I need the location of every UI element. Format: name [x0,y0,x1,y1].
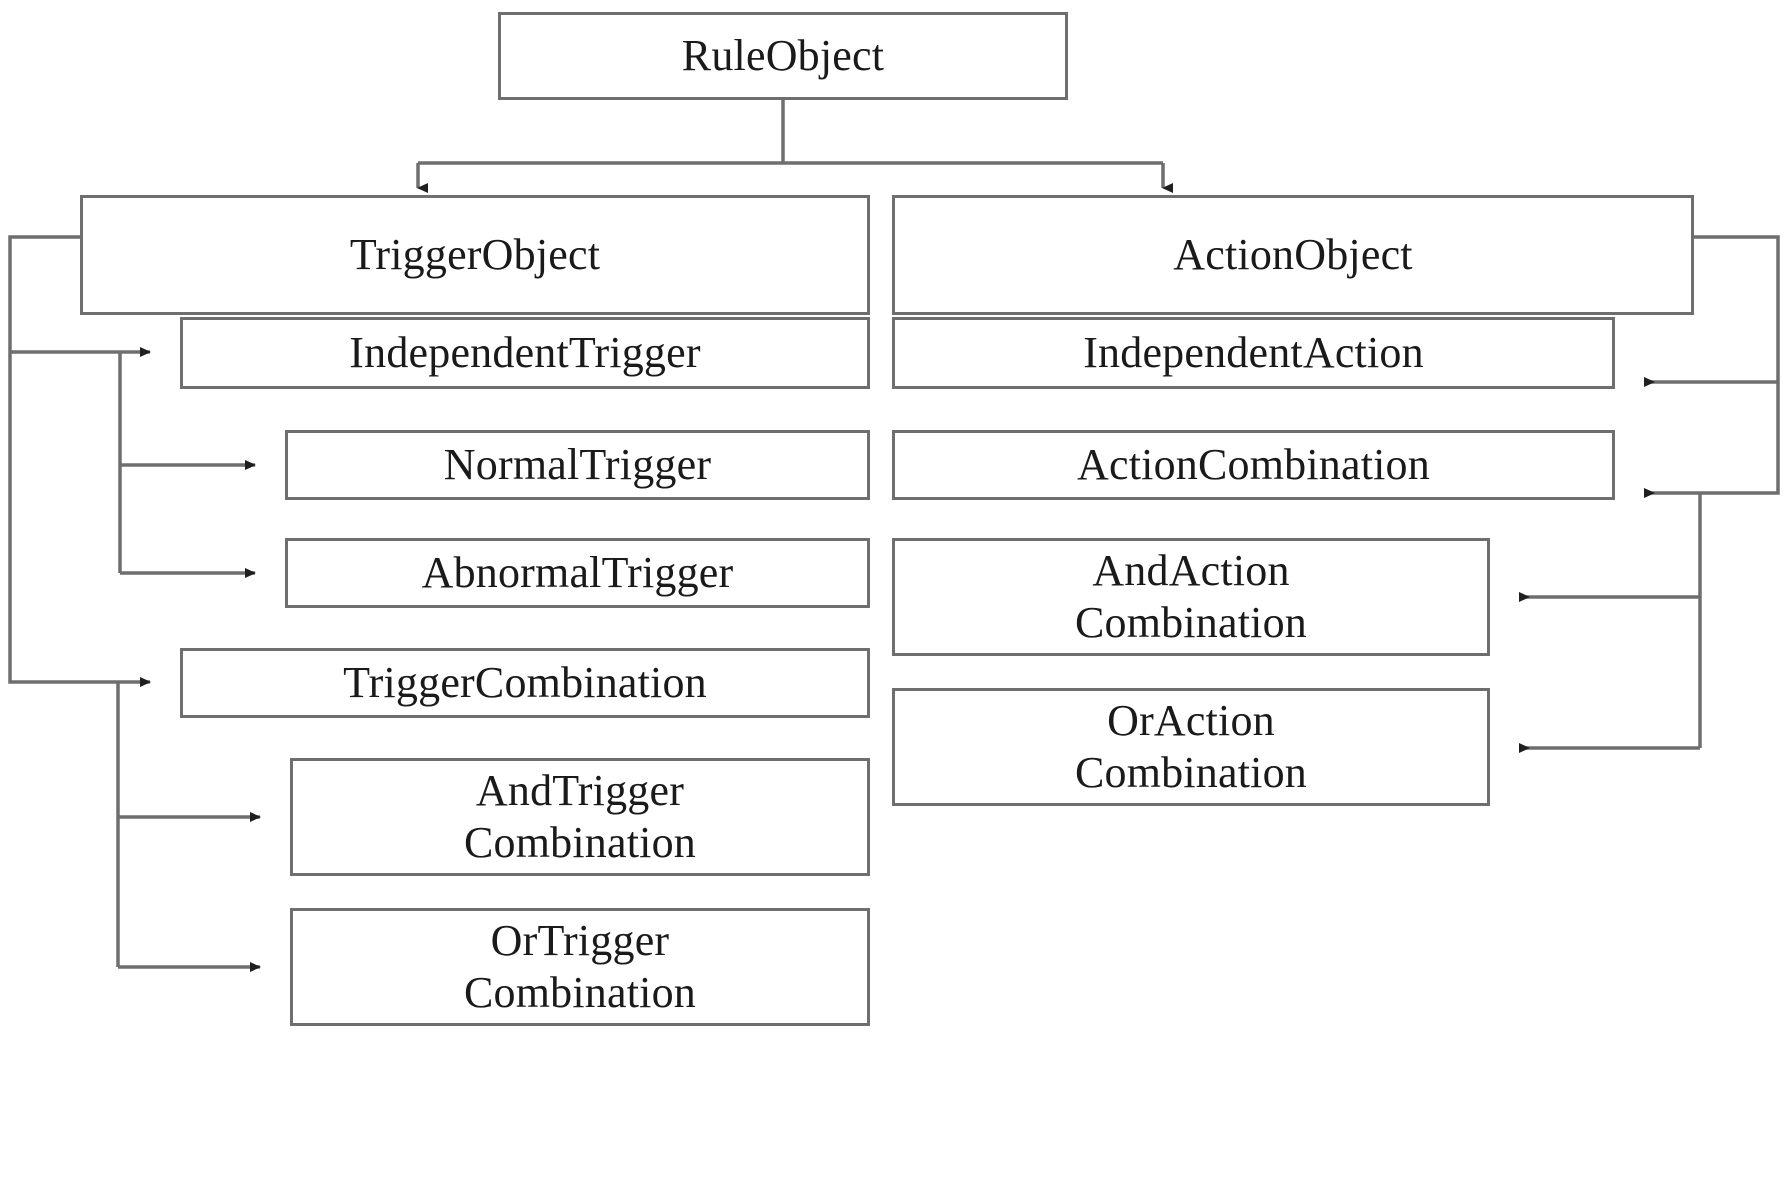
node-and-trigger-combination[interactable]: AndTrigger Combination [290,758,870,876]
node-action-combination[interactable]: ActionCombination [892,430,1615,500]
node-action-object[interactable]: ActionObject [892,195,1694,315]
node-independent-action[interactable]: IndependentAction [892,317,1615,389]
node-rule-object[interactable]: RuleObject [498,12,1068,100]
edge-action-outer-bus [1694,235,1780,495]
node-and-action-combination[interactable]: AndAction Combination [892,538,1490,656]
node-normal-trigger[interactable]: NormalTrigger [285,430,870,500]
node-independent-trigger[interactable]: IndependentTrigger [180,317,870,389]
node-or-action-combination[interactable]: OrAction Combination [892,688,1490,806]
node-or-trigger-combination[interactable]: OrTrigger Combination [290,908,870,1026]
node-trigger-object[interactable]: TriggerObject [80,195,870,315]
node-trigger-combination[interactable]: TriggerCombination [180,648,870,718]
node-abnormal-trigger[interactable]: AbnormalTrigger [285,538,870,608]
